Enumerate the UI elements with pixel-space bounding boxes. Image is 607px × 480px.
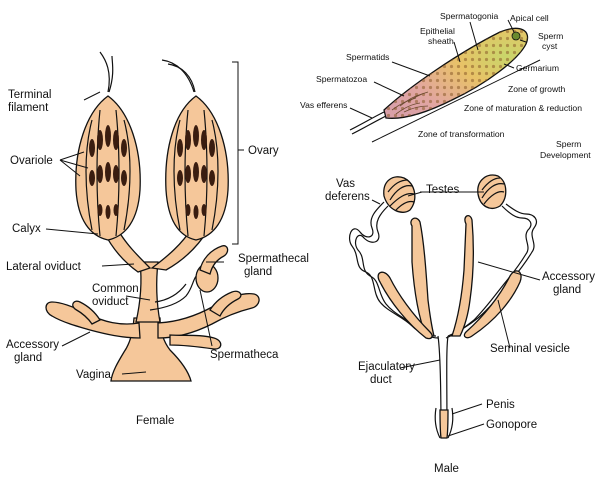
label-vagina: Vagina — [76, 369, 112, 381]
left-seminal-vesicle — [377, 271, 433, 340]
label-accessory-gland-2: gland — [14, 352, 42, 364]
spermathecal-duct-loop — [154, 283, 187, 303]
caption-sperm-1: Sperm — [556, 139, 581, 149]
spermatozoa-bundles — [391, 91, 429, 115]
label-spermathecal-gland-2: gland — [244, 266, 272, 278]
label-sperm-cyst-1: Sperm — [538, 31, 563, 41]
label-vas-efferens: Vas efferens — [300, 100, 347, 110]
label-spermatogonia: Spermatogonia — [440, 11, 499, 21]
label-epithelial-sheath-2: sheath — [428, 36, 454, 46]
label-epithelial-sheath-1: Epithelial — [420, 26, 455, 36]
label-ejaculatory-duct-1: Ejaculatory — [358, 361, 415, 373]
right-inner-accessory-gland — [451, 215, 474, 337]
sperm-leader-lines — [349, 19, 527, 119]
common-oviduct-shape — [135, 261, 161, 323]
left-inner-accessory-gland — [410, 217, 435, 337]
label-common-oviduct-1: Common — [92, 283, 139, 295]
label-zone-of-transformation: Zone of transformation — [418, 129, 505, 139]
right-accessory-gland-branch — [209, 290, 242, 317]
label-penis: Penis — [486, 399, 515, 411]
left-accessory-gland-branch — [72, 300, 101, 325]
female-leader-lines — [45, 91, 224, 375]
label-common-oviduct-2: oviduct — [92, 296, 129, 308]
label-terminal-filament-1: Terminal — [8, 89, 51, 101]
label-testes: Testes — [426, 184, 459, 196]
label-seminal-vesicle: Seminal vesicle — [490, 343, 570, 355]
label-spermathecal-gland-1: Spermathecal — [238, 253, 309, 265]
label-zone-of-growth: Zone of growth — [508, 84, 566, 94]
caption-female: Female — [136, 415, 174, 427]
label-vas-deferens-1: Vas — [336, 178, 355, 190]
right-testis — [477, 174, 507, 209]
label-male-accessory-gland-1: Accessory — [542, 271, 595, 283]
vagina-shape — [110, 317, 192, 382]
label-gonopore: Gonopore — [486, 419, 537, 431]
sperm-development: Spermatogonia Apical cell Epithelial she… — [300, 11, 591, 160]
label-terminal-filament-2: filament — [8, 102, 49, 114]
label-sperm-cyst-2: cyst — [542, 41, 558, 51]
left-lateral-oviduct-shape — [103, 229, 152, 273]
label-zone-of-maturation: Zone of maturation & reduction — [464, 103, 582, 113]
label-apical-cell: Apical cell — [510, 13, 549, 23]
label-calyx: Calyx — [12, 223, 41, 235]
right-accessory-gland-shape — [157, 292, 260, 339]
label-accessory-gland-1: Accessory — [6, 339, 59, 351]
left-testis — [383, 176, 416, 213]
male-leader-lines — [371, 191, 541, 437]
label-spermatozoa: Spermatozoa — [316, 74, 367, 84]
spermathecal-duct — [149, 271, 201, 311]
label-ovariole: Ovariole — [10, 155, 53, 167]
apical-cell — [511, 31, 521, 41]
label-vas-deferens-2: deferens — [325, 191, 370, 203]
label-spermatheca: Spermatheca — [210, 349, 279, 361]
zone-axis — [371, 59, 541, 143]
vas-efferens-tube — [349, 111, 385, 131]
label-ovary: Ovary — [248, 145, 279, 157]
right-vas-deferens — [447, 203, 538, 337]
caption-male: Male — [434, 463, 459, 475]
right-ovary — [161, 59, 229, 241]
left-ovary — [75, 51, 141, 241]
label-lateral-oviduct: Lateral oviduct — [6, 261, 82, 273]
male-system: Vas deferens Testes Accessory gland Semi… — [325, 174, 595, 475]
label-male-accessory-gland-2: gland — [553, 284, 581, 296]
female-system: Terminal filament Ovary Ovariole Calyx L… — [6, 51, 309, 427]
label-spermatids: Spermatids — [346, 52, 389, 62]
ovary-bracket — [232, 61, 244, 245]
label-germarium: Germarium — [516, 63, 559, 73]
caption-sperm-2: Development — [540, 150, 591, 160]
label-ejaculatory-duct-2: duct — [370, 374, 393, 386]
spermathecal-gland-shape — [199, 245, 229, 275]
right-seminal-vesicle — [463, 270, 522, 339]
right-accessory-gland-lower — [169, 334, 222, 350]
penis-shape — [439, 409, 449, 439]
